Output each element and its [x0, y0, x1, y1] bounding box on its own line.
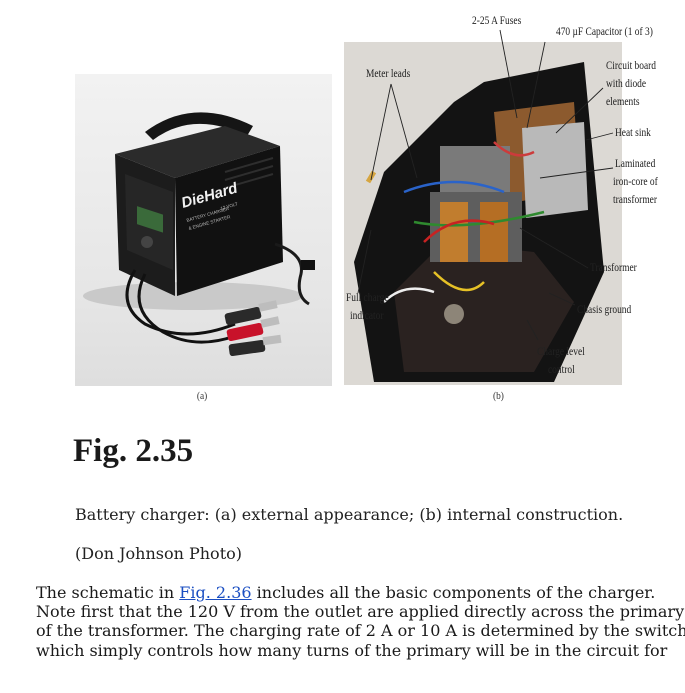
label-circuit-board-1: Circuit board: [606, 60, 657, 72]
body-after-link: includes all the basic components of the…: [251, 583, 656, 602]
label-charge-level-2: control: [548, 364, 575, 376]
transformer-winding-left: [440, 202, 468, 262]
label-chasis-ground: Chasis ground: [577, 304, 632, 316]
label-fuses: 2-25 A Fuses: [472, 15, 522, 27]
case-top: [115, 126, 280, 178]
charge-knob: [444, 304, 464, 324]
label-meter-leads: Meter leads: [366, 68, 411, 80]
battery-charger-external-illustration: DieHard BATTERY CHARGER 12 VOLT & ENGINE…: [83, 112, 315, 357]
power-cord: [274, 242, 310, 306]
clamp-cable-red: [137, 273, 236, 344]
battery-clamps: [224, 300, 282, 357]
label-laminated-2: iron-core of: [613, 176, 658, 188]
figure-heading: Fig. 2.35: [73, 433, 194, 469]
heat-sink: [522, 122, 588, 218]
transformer-winding-right: [480, 202, 508, 262]
body-line-1: The schematic in Fig. 2.36 includes all …: [36, 583, 676, 602]
label-laminated-1: Laminated: [615, 158, 656, 170]
body-line-4: which simply controls how many turns of …: [36, 640, 668, 660]
body-line-2: Note first that the 120 V from the outle…: [36, 602, 685, 622]
label-capacitor: 470 µF Capacitor (1 of 3): [556, 26, 653, 38]
meter-leads: [365, 170, 377, 184]
label-circuit-board-2: with diode: [606, 78, 647, 90]
panel-a-label: (a): [196, 390, 208, 402]
brand-line-2: 12 VOLT: [220, 201, 239, 211]
label-full-charge-2: indicator: [350, 310, 384, 322]
battery-charger-internal-illustration: [344, 42, 622, 385]
label-charge-level-1: Charge level: [537, 346, 585, 358]
control-knob: [141, 236, 153, 248]
figure-caption: Battery charger: (a) external appearance…: [75, 505, 624, 524]
photo-external-appearance: DieHard BATTERY CHARGER 12 VOLT & ENGINE…: [75, 74, 332, 386]
label-heat-sink: Heat sink: [615, 127, 651, 139]
body-line-3: of the transformer. The charging rate of…: [36, 621, 685, 641]
photo-internal-construction: [344, 42, 622, 385]
clamp-cable-black: [125, 269, 236, 336]
side-vents: [224, 157, 274, 189]
charge-meter: [137, 206, 163, 233]
photo-credit: (Don Johnson Photo): [75, 544, 242, 563]
case-front: [175, 146, 283, 296]
label-laminated-3: transformer: [613, 194, 657, 206]
figure-2-36-link[interactable]: Fig. 2.36: [179, 583, 252, 602]
panel-b-label: (b): [492, 390, 504, 402]
label-transformer: Transformer: [590, 262, 637, 274]
label-circuit-board-3: elements: [606, 96, 640, 108]
floor-shadow: [83, 282, 303, 310]
carry-handle: [145, 112, 253, 140]
body-paragraph: The schematic in Fig. 2.36 includes all …: [36, 583, 685, 660]
internal-wires: [383, 141, 545, 303]
body-intro: The schematic in: [36, 583, 180, 602]
plug: [301, 260, 315, 270]
label-full-charge-1: Full charge: [346, 292, 389, 304]
case-interior: [394, 242, 574, 372]
